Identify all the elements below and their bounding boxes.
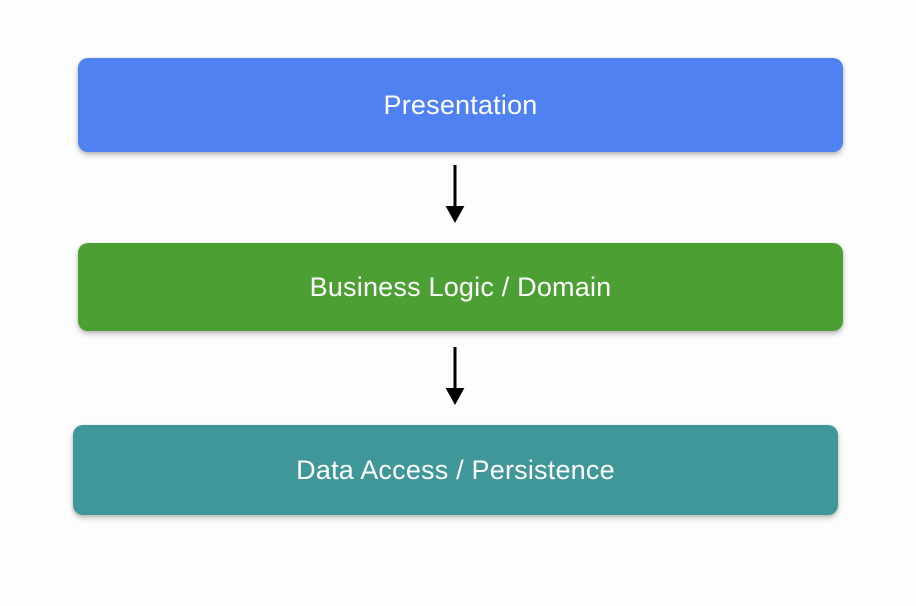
layer-box-business-logic[interactable]: Business Logic / Domain bbox=[78, 243, 843, 331]
layer-box-presentation[interactable]: Presentation bbox=[78, 58, 843, 152]
layer-box-data-access[interactable]: Data Access / Persistence bbox=[73, 425, 838, 515]
layer-label-presentation: Presentation bbox=[383, 89, 538, 120]
layer-label-data-access: Data Access / Persistence bbox=[296, 454, 615, 485]
layer-label-business-logic: Business Logic / Domain bbox=[309, 271, 612, 302]
arrow-business-to-data-icon bbox=[441, 346, 469, 406]
arrow-presentation-to-business-icon bbox=[441, 164, 469, 224]
